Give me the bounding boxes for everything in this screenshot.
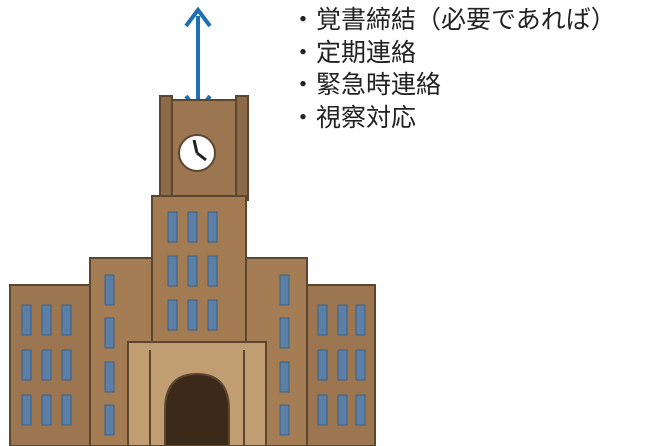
university-building-icon xyxy=(9,95,376,446)
list-item-label: 視察対応 xyxy=(316,102,417,132)
list-item: ・定期連絡 xyxy=(290,37,616,70)
list-item: ・視察対応 xyxy=(290,102,616,135)
bullet-dot: ・ xyxy=(290,37,316,67)
double-headed-arrow-icon xyxy=(184,6,212,116)
list-item: ・緊急時連絡 xyxy=(290,69,616,102)
bullet-dot: ・ xyxy=(290,70,316,99)
list-item-label: 緊急時連絡 xyxy=(316,70,442,99)
list-item: ・覚書締結（必要であれば） xyxy=(290,4,616,37)
list-item-label: 覚書締結（必要であれば） xyxy=(316,5,616,34)
list-item-label: 定期連絡 xyxy=(316,37,417,67)
bullet-dot: ・ xyxy=(290,5,316,34)
building-windows xyxy=(21,211,366,436)
bullet-dot: ・ xyxy=(290,102,316,132)
bullet-list: ・覚書締結（必要であれば） ・定期連絡 ・緊急時連絡 ・視察対応 xyxy=(290,4,616,135)
clock-icon xyxy=(178,134,216,172)
